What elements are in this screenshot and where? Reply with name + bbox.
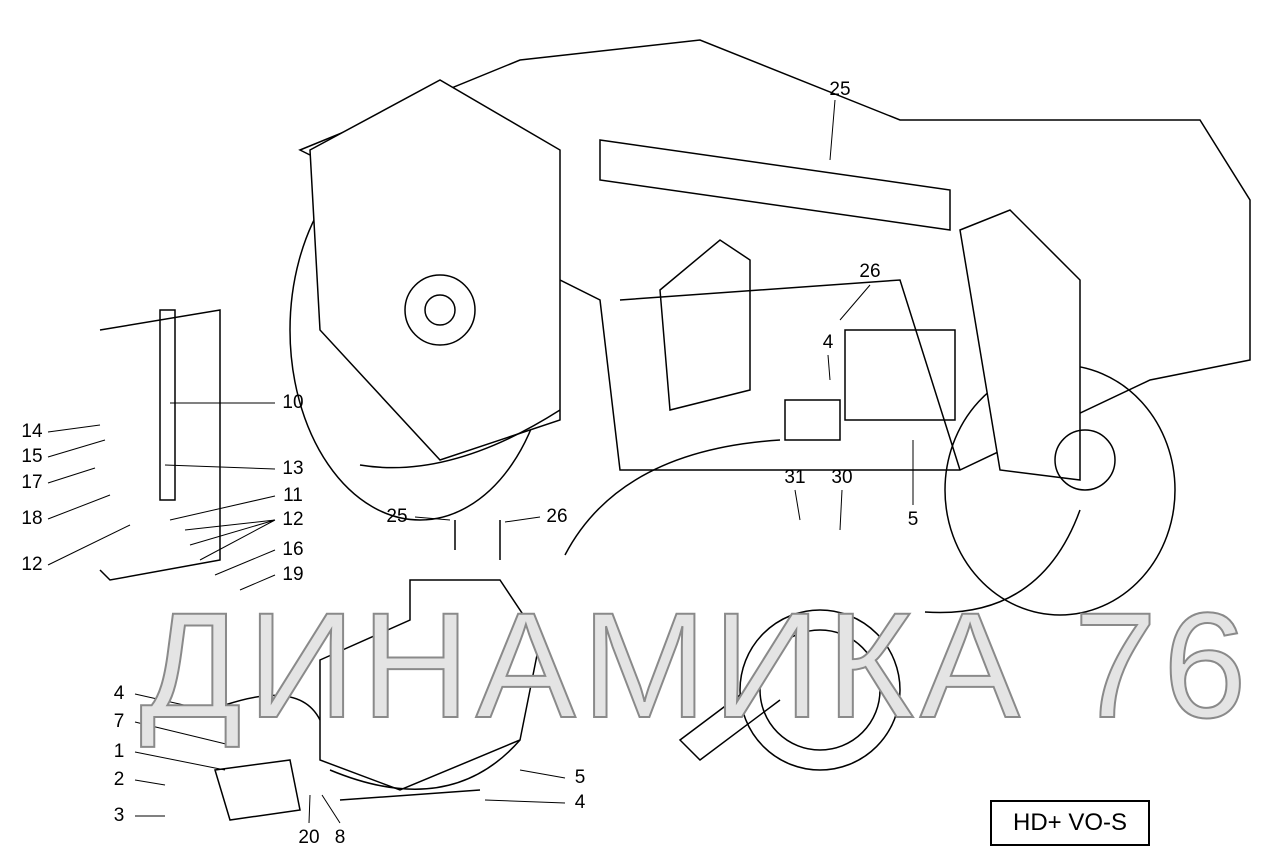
callout-15: 15 bbox=[21, 446, 43, 467]
callout-5: 5 bbox=[574, 767, 586, 788]
callout-18: 18 bbox=[21, 508, 43, 529]
callout-13: 13 bbox=[282, 458, 304, 479]
detail-panel bbox=[99, 309, 221, 581]
valve-assembly bbox=[319, 579, 541, 791]
valve-block bbox=[844, 329, 956, 421]
callout-26: 26 bbox=[859, 261, 881, 282]
callout-14: 14 bbox=[21, 421, 43, 442]
callout-20: 20 bbox=[298, 827, 320, 848]
callout-5: 5 bbox=[907, 509, 919, 530]
callout-8: 8 bbox=[334, 827, 346, 848]
callout-19: 19 bbox=[282, 564, 304, 585]
frame bbox=[298, 39, 1251, 471]
callout-4: 4 bbox=[574, 792, 586, 813]
callout-10: 10 bbox=[282, 392, 304, 413]
callout-1: 1 bbox=[113, 741, 125, 762]
watermark-text: ДИНАМИКА 76 bbox=[139, 581, 1253, 749]
callout-17: 17 bbox=[21, 472, 43, 493]
callout-26: 26 bbox=[546, 506, 568, 527]
drive-motor bbox=[739, 609, 901, 771]
callout-25: 25 bbox=[829, 79, 851, 100]
callout-2: 2 bbox=[113, 769, 125, 790]
tank bbox=[659, 239, 751, 411]
callout-3: 3 bbox=[113, 805, 125, 826]
callout-12: 12 bbox=[21, 554, 43, 575]
callout-11: 11 bbox=[283, 485, 303, 506]
callout-7: 7 bbox=[113, 711, 125, 732]
callout-16: 16 bbox=[282, 539, 304, 560]
variant-label-box: HD+ VO-S bbox=[990, 800, 1150, 846]
callout-25: 25 bbox=[386, 506, 408, 527]
detail-arrow bbox=[359, 409, 561, 469]
left-drum-plate bbox=[309, 79, 561, 461]
callout-4: 4 bbox=[822, 332, 834, 353]
callout-30: 30 bbox=[831, 467, 853, 488]
callout-4: 4 bbox=[113, 683, 125, 704]
callout-12: 12 bbox=[282, 509, 304, 530]
callout-31: 31 bbox=[784, 467, 806, 488]
